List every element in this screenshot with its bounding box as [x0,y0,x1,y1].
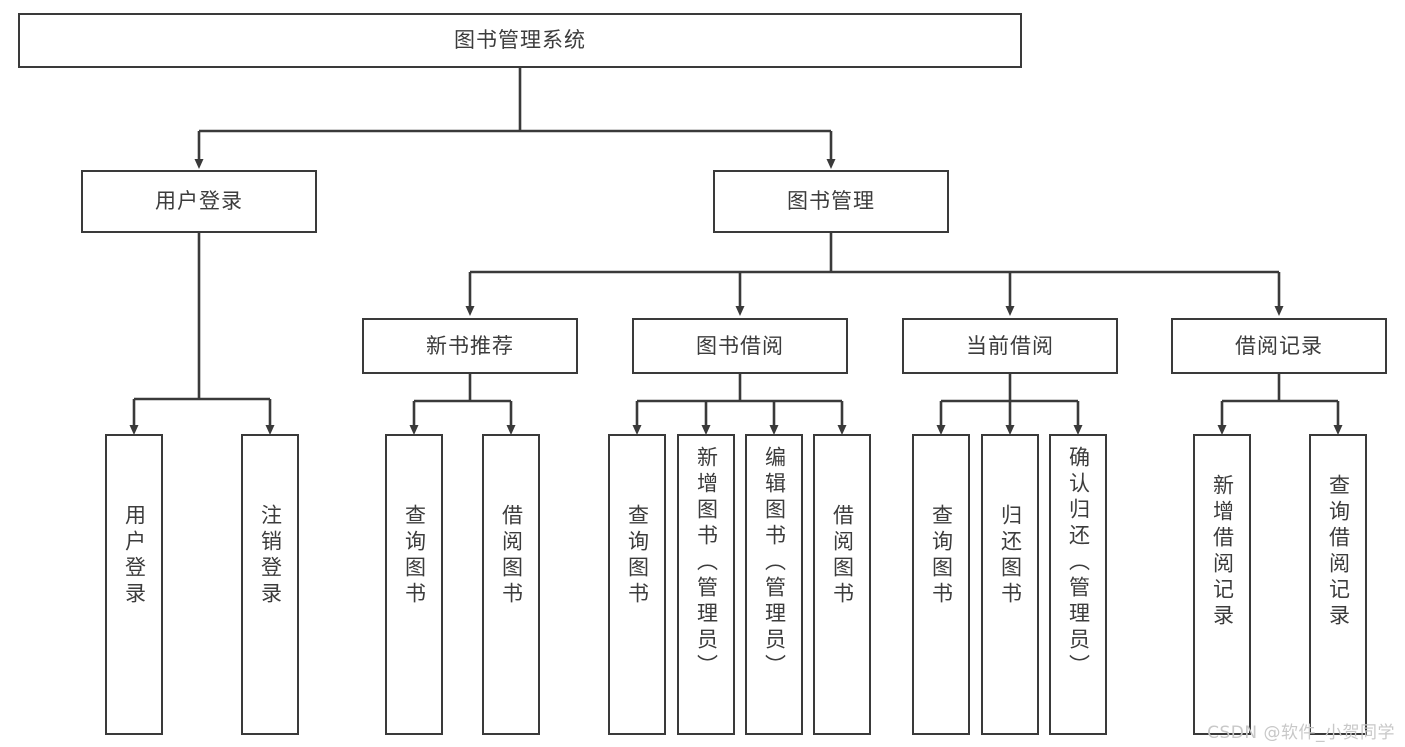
node-leaf-user-logout-label: 注销登录 [258,504,283,608]
node-leaf-borrow-book-1-label: 借阅图书 [499,504,524,608]
node-leaf-query-record[interactable]: 查询借阅记录 [1309,434,1367,735]
node-root-label: 图书管理系统 [454,28,586,53]
node-leaf-query-record-label: 查询借阅记录 [1326,474,1351,630]
node-root[interactable]: 图书管理系统 [18,13,1022,68]
node-book-manage[interactable]: 图书管理 [713,170,949,233]
node-leaf-query-book-2[interactable]: 查询图书 [608,434,666,735]
node-book-borrow[interactable]: 图书借阅 [632,318,848,374]
node-book-borrow-label: 图书借阅 [696,333,784,358]
node-user-login[interactable]: 用户登录 [81,170,317,233]
node-leaf-borrow-book-2-label: 借阅图书 [830,504,855,608]
node-leaf-user-login-label: 用户登录 [122,504,147,608]
node-leaf-return-book-label: 归还图书 [998,504,1023,608]
node-leaf-query-book-3[interactable]: 查询图书 [912,434,970,735]
node-leaf-borrow-book-2[interactable]: 借阅图书 [813,434,871,735]
node-new-book-recommend[interactable]: 新书推荐 [362,318,578,374]
node-leaf-query-book-1[interactable]: 查询图书 [385,434,443,735]
node-new-book-recommend-label: 新书推荐 [426,333,514,358]
node-borrow-record[interactable]: 借阅记录 [1171,318,1387,374]
node-borrow-record-label: 借阅记录 [1235,333,1323,358]
node-leaf-add-book[interactable]: 新增图书（管理员） [677,434,735,735]
node-leaf-confirm-return[interactable]: 确认归还（管理员） [1049,434,1107,735]
node-leaf-confirm-return-label: 确认归还（管理员） [1066,446,1091,680]
node-leaf-add-record[interactable]: 新增借阅记录 [1193,434,1251,735]
node-book-manage-label: 图书管理 [787,189,875,214]
node-current-borrow-label: 当前借阅 [966,333,1054,358]
node-leaf-return-book[interactable]: 归还图书 [981,434,1039,735]
node-leaf-add-record-label: 新增借阅记录 [1210,474,1235,630]
node-leaf-query-book-2-label: 查询图书 [625,504,650,608]
node-leaf-user-login[interactable]: 用户登录 [105,434,163,735]
node-leaf-add-book-label: 新增图书（管理员） [694,446,719,680]
node-user-login-label: 用户登录 [155,189,243,214]
node-leaf-edit-book[interactable]: 编辑图书（管理员） [745,434,803,735]
node-leaf-query-book-1-label: 查询图书 [402,504,427,608]
node-leaf-user-logout[interactable]: 注销登录 [241,434,299,735]
node-leaf-borrow-book-1[interactable]: 借阅图书 [482,434,540,735]
node-leaf-query-book-3-label: 查询图书 [929,504,954,608]
node-current-borrow[interactable]: 当前借阅 [902,318,1118,374]
csdn-watermark: CSDN @软件_小贺同学 [1207,723,1395,743]
node-leaf-edit-book-label: 编辑图书（管理员） [762,446,787,680]
